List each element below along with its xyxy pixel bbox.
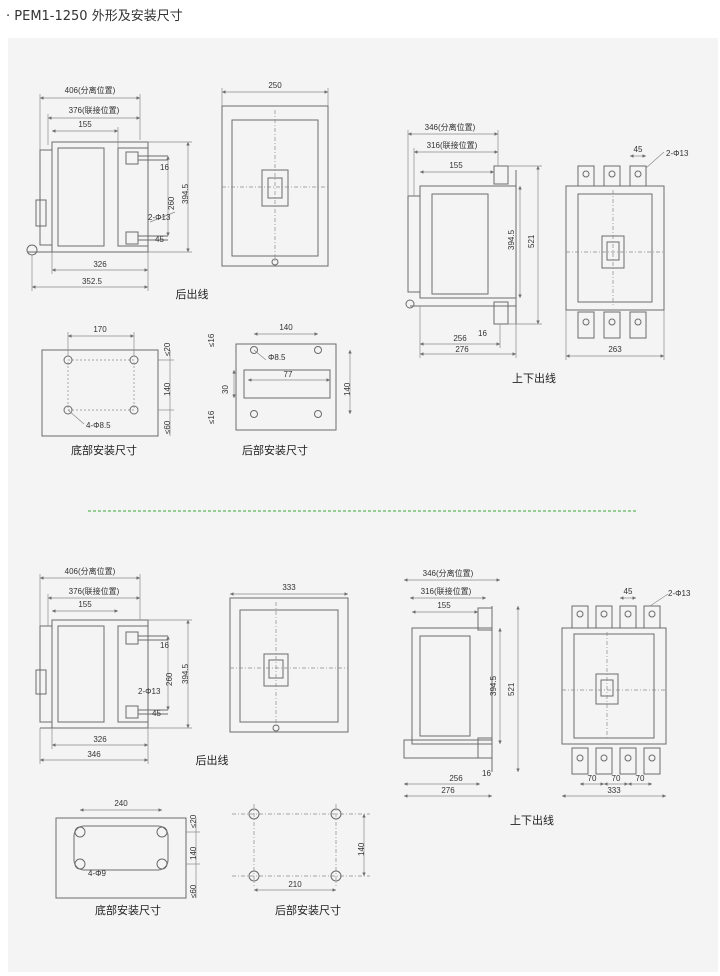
dim-45-updown-top: 45 (634, 145, 643, 154)
caption-updown-bottom: 上下出线 (510, 813, 554, 827)
dim-45-bottom: 45 (152, 709, 161, 718)
dim-394-top: 394.5 (181, 183, 190, 204)
hole-2-13-top: 2-Φ13 (148, 213, 171, 222)
rear-front-view-bottom: 333 后出线 (196, 583, 349, 767)
dim-316-bottom: 316(联接位置) (421, 586, 472, 596)
dim-16-side2-top: 16 (478, 329, 487, 338)
dim-170: 170 (93, 325, 107, 334)
dim-326-top: 326 (93, 260, 107, 269)
dim-140-rm-bottom: 140 (357, 842, 366, 856)
caption-bottom-mount-bottom: 底部安装尺寸 (95, 903, 161, 917)
dim-346-bottom: 346 (87, 750, 101, 759)
dim-240: 240 (114, 799, 128, 808)
page-title: · PEM1-1250 外形及安装尺寸 (6, 9, 183, 24)
dim-16-bottom: 16 (160, 641, 169, 650)
dim-140-rm-top: 140 (279, 323, 293, 332)
dim-276-top: 276 (455, 345, 469, 354)
dim-le60-top: ≤60 (163, 420, 172, 434)
bottom-mount-bottom: 240 ≤20 140 ≤60 4-Φ9 底部安装尺寸 (55, 799, 200, 917)
dim-406-top: 406(分离位置) (65, 85, 116, 95)
dim-521-bottom: 521 (507, 682, 516, 696)
dim-70c: 70 (636, 774, 645, 783)
dim-155-bottom: 155 (78, 600, 92, 609)
dim-155-side2-top: 155 (449, 161, 463, 170)
updown-front-view-top: 45 2-Φ13 263 上下出线 (512, 145, 689, 385)
dim-70b: 70 (612, 774, 621, 783)
dim-77: 77 (284, 370, 293, 379)
hole-4-85: 4-Φ8.5 (86, 421, 111, 430)
dim-le60-bottom: ≤60 (189, 884, 198, 898)
dim-70a: 70 (588, 774, 597, 783)
dim-346-side2-bottom: 346(分离位置) (423, 568, 474, 578)
rear-mount-bottom: 140 210 后部安装尺寸 (232, 804, 370, 917)
dim-155-side2-bottom: 155 (437, 601, 451, 610)
dim-45-top: 45 (155, 235, 164, 244)
hole-2-13-updown-bottom: 2-Φ13 (668, 589, 691, 598)
dim-276-bottom: 276 (441, 786, 455, 795)
dim-30: 30 (221, 385, 230, 394)
dim-521-top: 521 (527, 234, 536, 248)
dim-le20-bottom: ≤20 (189, 814, 198, 828)
dim-250-top: 250 (268, 81, 282, 90)
dim-140-bm-bottom: 140 (189, 846, 198, 860)
dim-3525-top: 352.5 (82, 277, 103, 286)
dim-316-top: 316(联接位置) (427, 140, 478, 150)
dim-263-top: 263 (608, 345, 622, 354)
hole-2-13-updown-top: 2-Φ13 (666, 149, 689, 158)
caption-updown-top: 上下出线 (512, 371, 556, 385)
dim-394-side2-top: 394.5 (507, 229, 516, 250)
drawing-panel (8, 38, 718, 972)
dim-346-top: 346(分离位置) (425, 122, 476, 132)
bottom-mount-top: 170 ≤20 140 ≤60 4-Φ8.5 底部安装尺寸 (41, 325, 174, 457)
caption-bottom-mount-top: 底部安装尺寸 (71, 443, 137, 457)
hole-2-13-bottom: 2-Φ13 (138, 687, 161, 696)
dim-210: 210 (288, 880, 302, 889)
dim-394-side2-bottom: 394.5 (489, 675, 498, 696)
dim-394-bottom: 394.5 (181, 663, 190, 684)
dim-le20-top: ≤20 (163, 342, 172, 356)
caption-rear-top: 后出线 (176, 287, 209, 301)
dim-256-top: 256 (453, 334, 467, 343)
dim-le16b: ≤16 (207, 410, 216, 424)
caption-rear-bottom: 后出线 (196, 753, 229, 767)
side-view-rear-top: 406(分离位置) 376(联接位置) 155 16 260 394.5 2-Φ… (26, 85, 192, 291)
dim-326-bottom: 326 (93, 735, 107, 744)
side-view-updown-bottom: 346(分离位置) 316(联接位置) 155 394.5 521 16 256… (403, 568, 520, 798)
dim-16-top: 16 (160, 163, 169, 172)
dim-333-updown-bottom: 333 (607, 786, 621, 795)
hole-85: Φ8.5 (268, 353, 286, 362)
rear-front-view-top: 250 后出线 (176, 81, 329, 301)
dim-140v-rm-top: 140 (343, 382, 352, 396)
dim-16-side2-bottom: 16 (482, 769, 491, 778)
side-view-updown-top: 346(分离位置) 316(联接位置) 155 394.5 521 16 256… (405, 122, 542, 358)
updown-front-view-bottom: 45 2-Φ13 70 70 70 333 上下出线 (510, 587, 691, 827)
dim-le16a: ≤16 (207, 333, 216, 347)
dim-155-top: 155 (78, 120, 92, 129)
dim-260-bottom: 260 (165, 672, 174, 686)
dim-376-top: 376(联接位置) (69, 105, 120, 115)
hole-4-9: 4-Φ9 (88, 869, 106, 878)
dim-406-bottom: 406(分离位置) (65, 566, 116, 576)
dim-333-bottom: 333 (282, 583, 296, 592)
dim-376-bottom: 376(联接位置) (69, 586, 120, 596)
side-view-rear-bottom: 406(分离位置) 376(联接位置) 155 16 260 394.5 2-Φ… (35, 566, 192, 764)
dim-260-top: 260 (167, 196, 176, 210)
rear-mount-top: 140 ≤16 Φ8.5 30 77 140 ≤16 后部安装尺寸 (207, 323, 352, 457)
dim-45-updown-bottom: 45 (624, 587, 633, 596)
dim-140-bm-top: 140 (163, 382, 172, 396)
dim-256-bottom: 256 (449, 774, 463, 783)
caption-rear-mount-bottom: 后部安装尺寸 (275, 903, 341, 917)
caption-rear-mount-top: 后部安装尺寸 (242, 443, 308, 457)
